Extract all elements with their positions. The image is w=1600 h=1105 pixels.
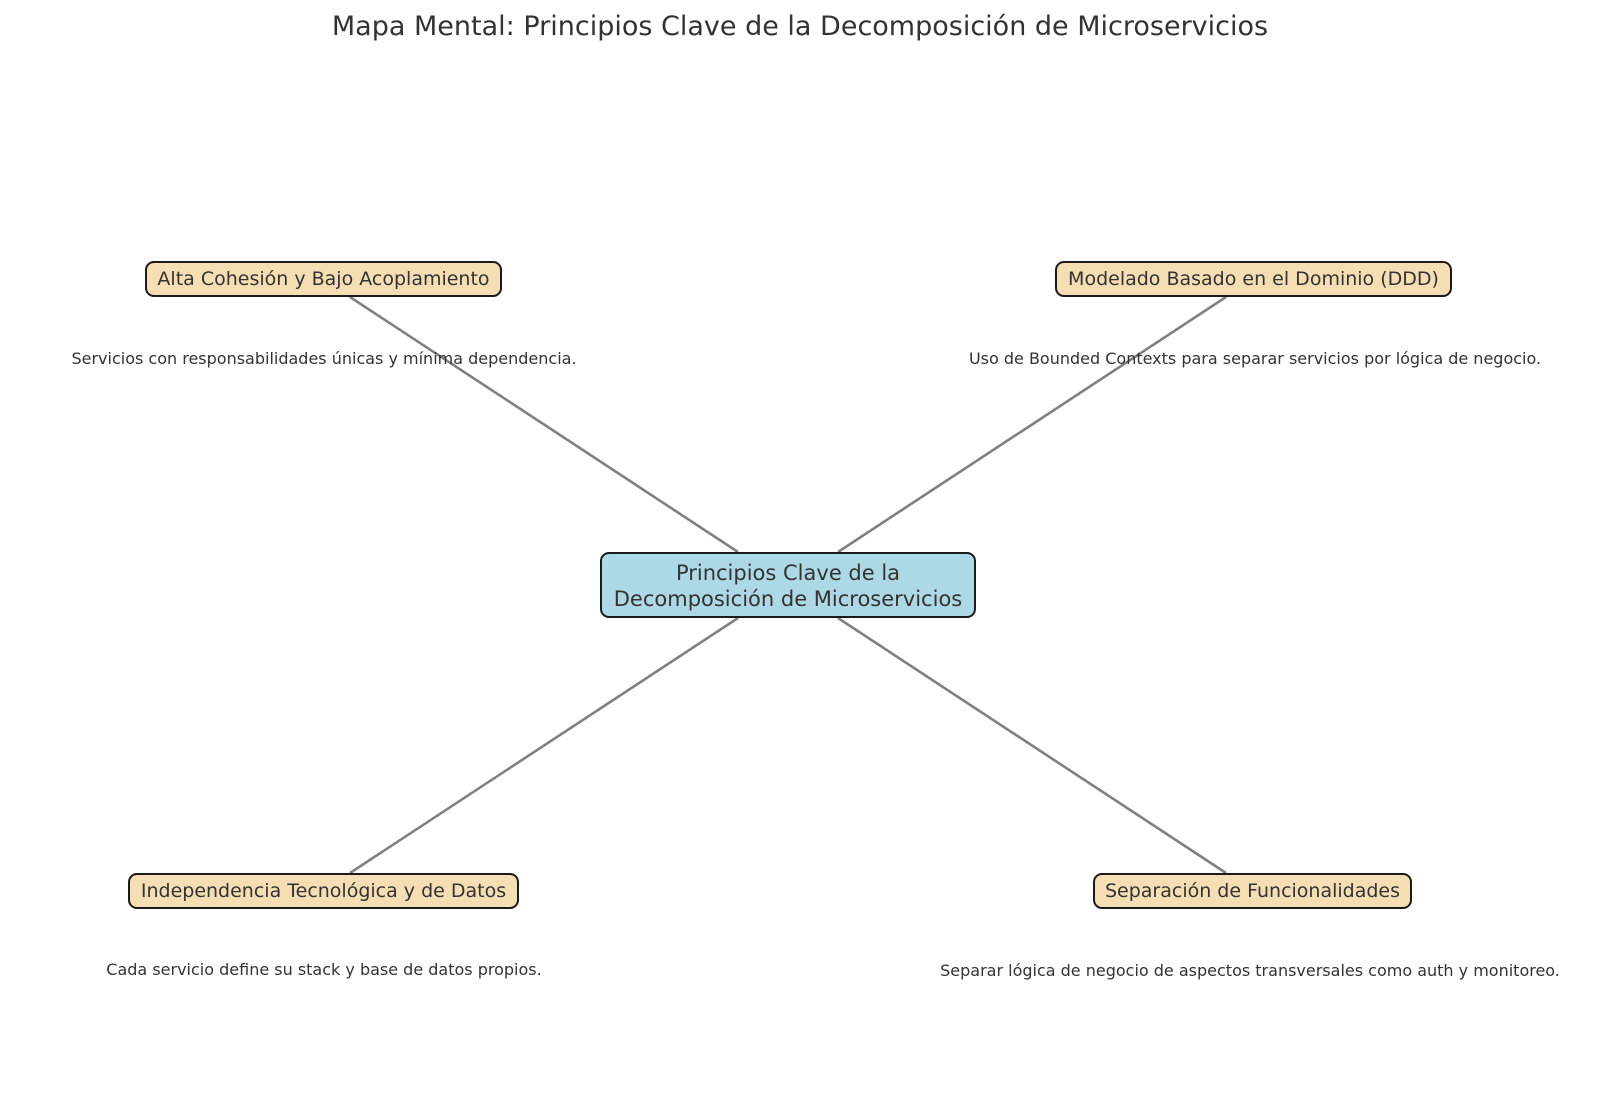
branch-description-cohesion: Servicios con responsabilidades únicas y…	[71, 349, 577, 368]
diagram-title: Mapa Mental: Principios Clave de la Deco…	[331, 11, 1269, 42]
connector-bottom-left	[349, 616, 739, 875]
branch-node-cohesion: Alta Cohesión y Bajo Acoplamiento	[145, 261, 502, 297]
central-node-label-line2: Decomposición de Microservicios	[613, 587, 963, 611]
branch-node-ddd: Modelado Basado en el Dominio (DDD)	[1055, 261, 1452, 297]
branch-description-independence: Cada servicio define su stack y base de …	[106, 960, 542, 979]
branch-description-ddd: Uso de Bounded Contexts para separar ser…	[968, 349, 1542, 368]
connector-bottom-right	[837, 616, 1227, 875]
central-node: Principios Clave de la Decomposición de …	[600, 552, 976, 618]
branch-description-separation: Separar lógica de negocio de aspectos tr…	[940, 961, 1560, 980]
connector-top-left	[349, 295, 739, 554]
connector-top-right	[837, 295, 1227, 554]
central-node-label-line1: Principios Clave de la	[675, 561, 901, 585]
branch-node-independence: Independencia Tecnológica y de Datos	[128, 873, 519, 909]
branch-node-separation: Separación de Funcionalidades	[1093, 873, 1412, 909]
